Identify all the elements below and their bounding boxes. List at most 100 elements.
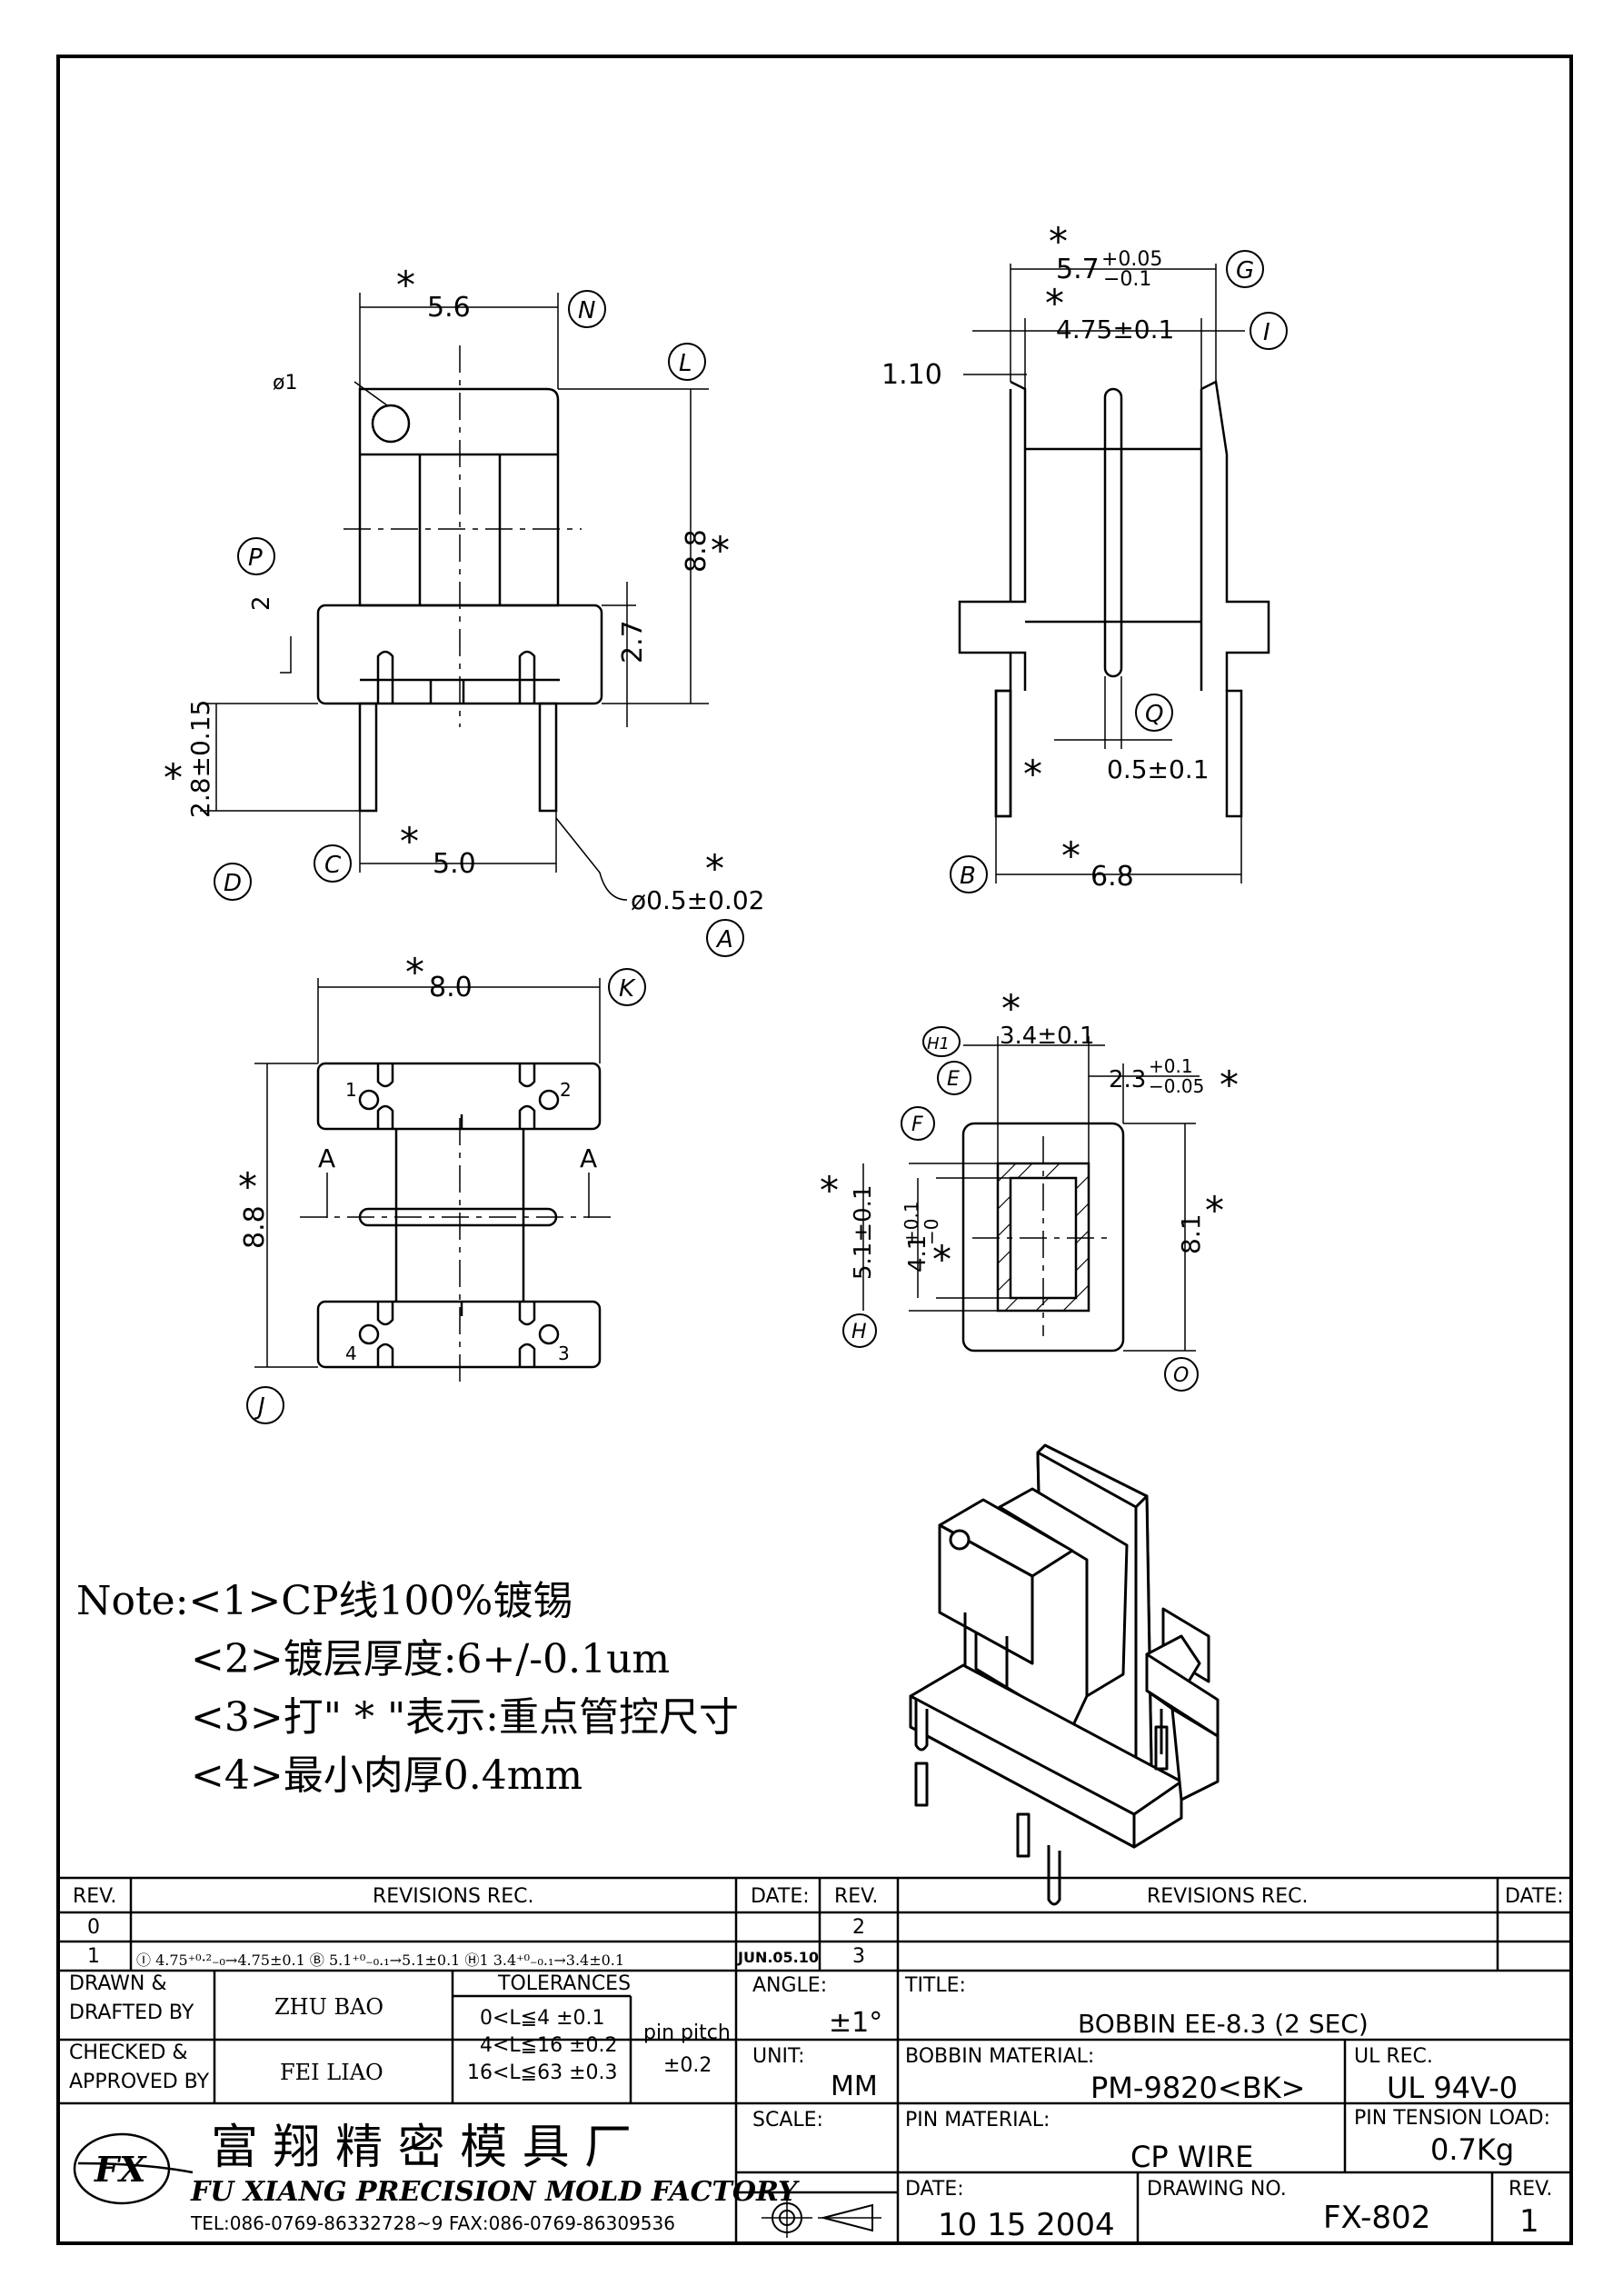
dim-outer-tol-up: +0.05 [1101,248,1162,271]
note-item-1: <1>CP线100%镀锡 [188,1578,573,1624]
revisions-header-right: REVISIONS REC. [1147,1885,1309,1908]
star-mark: * [711,528,730,573]
note-line-2: <2>镀层厚度:6+/-0.1um [191,1631,739,1689]
pin-material-label: PIN MATERIAL: [905,2109,1050,2131]
section-view-labels: 3.4±0.1 * 2.3 +0.1 −0.05 * 8.1 * 5.1±0.1… [820,986,1239,1282]
pin-pitch-label: pin pitch [643,2021,731,2044]
scale-label: SCALE: [752,2109,823,2131]
section-view [862,1036,1200,1353]
marker-I: I [1263,319,1270,346]
dim-core-tol-down: −0 [921,1219,942,1245]
angle-value: ±1° [829,2007,883,2039]
dim-height-8.8: 8.8 [681,529,712,573]
angle-label: ANGLE: [752,1974,828,1997]
dim-wall-tol-down: −0.05 [1149,1075,1204,1097]
marker-F: F [911,1113,923,1136]
dim-core-tol-up: +0.1 [901,1201,922,1245]
unit-value: MM [831,2071,878,2102]
star-mark: * [1023,752,1042,796]
rev-header-right: REV. [834,1885,879,1908]
pin-tension-value: 0.7Kg [1430,2132,1515,2167]
dim-flange-0.5: 0.5±0.1 [1107,754,1210,784]
date-header-right: DATE: [1505,1885,1564,1908]
note-line-4: <4>最小肉厚0.4mm [191,1747,739,1805]
star-mark: * [164,755,183,800]
checked-label-2: APPROVED BY [69,2071,210,2093]
revision-date-1: JUN.05.10 [738,1949,820,1966]
dim-inner-5.1: 5.1±0.1 [850,1185,877,1280]
marker-J: J [254,1393,265,1421]
sheet-border [56,55,1573,2245]
dim-pin-diameter: ø0.5±0.02 [631,885,764,915]
note-item-3: <3>打" * "表示:重点管控尺寸 [191,1694,740,1741]
rev-row-3: 3 [852,1945,865,1968]
bottom-view-markers [246,968,646,1424]
marker-P: P [248,544,263,572]
dim-wall-tol-up: +0.1 [1149,1055,1193,1077]
star-mark: * [400,819,419,863]
tolerance-row-3: 16<L≦63 ±0.3 [467,2061,618,2084]
pin-pitch-value: ±0.2 [663,2054,712,2077]
star-mark: * [1049,219,1068,264]
title-value: BOBBIN EE-8.3 (2 SEC) [1078,2009,1369,2039]
star-mark: * [1001,986,1021,1031]
rev-value: 1 [1519,2203,1539,2240]
drawn-label-1: DRAWN & [69,1972,167,1995]
pin-tension-label: PIN TENSION LOAD: [1354,2107,1551,2130]
marker-N: N [578,297,595,324]
dim-width-8.0: 8.0 [429,972,473,1003]
dim-core-4.1: 4.1 [904,1235,931,1273]
marker-A: A [715,926,733,953]
star-mark: * [405,950,424,994]
dim-width-5.6: 5.6 [427,292,471,324]
star-mark: * [1061,834,1080,878]
star-mark: * [1045,281,1064,325]
note-line-3: <3>打" * "表示:重点管控尺寸 [191,1689,739,1747]
drawn-label-2: DRAFTED BY [69,2002,194,2024]
title-label: TITLE: [905,1974,966,1997]
marker-E: E [947,1068,960,1091]
pin-material-value: CP WIRE [1130,2140,1254,2174]
bottom-view-labels: 8.0 * 8.8 * A A 1 2 3 4 [238,950,597,1364]
dim-base-2.7: 2.7 [617,620,649,664]
side-view [958,264,1270,883]
rev-header-left: REV. [73,1885,117,1908]
bottom-view [254,978,618,1382]
revision-text-1: Ⓘ 4.75⁺⁰·²₋₀→4.75±0.1 Ⓑ 5.1⁺⁰₋₀.₁→5.1±0.… [136,1952,625,1969]
dim-wall-2.3: 2.3 [1109,1066,1146,1093]
marker-K: K [619,975,636,1003]
star-mark: * [238,1164,257,1209]
marker-Q: Q [1145,701,1163,728]
star-mark: * [1220,1063,1239,1107]
front-view-markers [214,290,744,957]
drawing-no-value: FX-802 [1323,2200,1431,2236]
fx-logo-text: FX [94,2149,147,2190]
front-view-labels: 5.6 * 8.8 * 2.7 2.8±0.15 * 2 5.0 * ø0.5±… [164,263,764,915]
ul-label: UL REC. [1354,2045,1433,2068]
rev-label: REV. [1508,2178,1553,2201]
pin-3-label: 3 [558,1343,570,1364]
dim-hole-dia: ø1 [273,372,297,394]
marker-L: L [679,350,692,377]
marker-C: C [324,852,342,879]
star-mark: * [1205,1188,1224,1233]
dim-outer-tol-down: −0.1 [1103,268,1151,291]
tolerance-row-1: 0<L≦4 ±0.1 [480,2007,605,2030]
star-mark: * [820,1168,839,1213]
dim-outer-8.1: 8.1 [1176,1213,1206,1254]
date-label: DATE: [905,2178,964,2201]
tolerance-row-2: 4<L≦16 ±0.2 [480,2034,618,2057]
company-name-cn: 富 翔 精 密 模 具 厂 [211,2121,632,2175]
dim-pitch-5.0: 5.0 [433,848,476,880]
rev-row-2: 2 [852,1916,865,1939]
drawn-by: ZHU BAO [274,1994,384,2020]
marker-H1: H1 [927,1034,950,1053]
ul-value: UL 94V-0 [1387,2071,1518,2105]
dim-step-2: 2 [248,595,275,611]
marker-D: D [224,870,242,897]
marker-O: O [1173,1364,1189,1387]
marker-B: B [960,863,976,890]
marker-H: H [851,1321,867,1343]
note-line-1: Note:<1>CP线100%镀锡 [76,1572,739,1631]
note-item-4: <4>最小肉厚0.4mm [191,1752,583,1799]
